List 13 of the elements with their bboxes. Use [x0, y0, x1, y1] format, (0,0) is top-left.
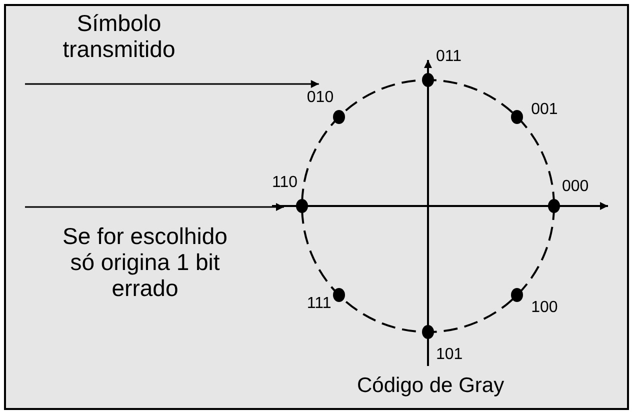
- bit-code-label: 101: [436, 346, 463, 364]
- bit-code-label: 111: [306, 295, 332, 314]
- caption: Código de Gray: [357, 374, 504, 398]
- annotation-text: Se for escolhido só origina 1 bit errado: [62, 222, 228, 303]
- bit-code-label: 000: [562, 178, 589, 196]
- arrow: [25, 203, 284, 211]
- bit-code-label: 110: [272, 174, 298, 192]
- bit-code-label: 100: [531, 299, 558, 318]
- bit-code-label: 010: [306, 88, 334, 107]
- arrow: [25, 80, 319, 88]
- bit-code-label: 001: [531, 100, 558, 119]
- bit-code-label: 011: [436, 48, 462, 66]
- annotation-text: Símbolo transmitido: [62, 10, 176, 64]
